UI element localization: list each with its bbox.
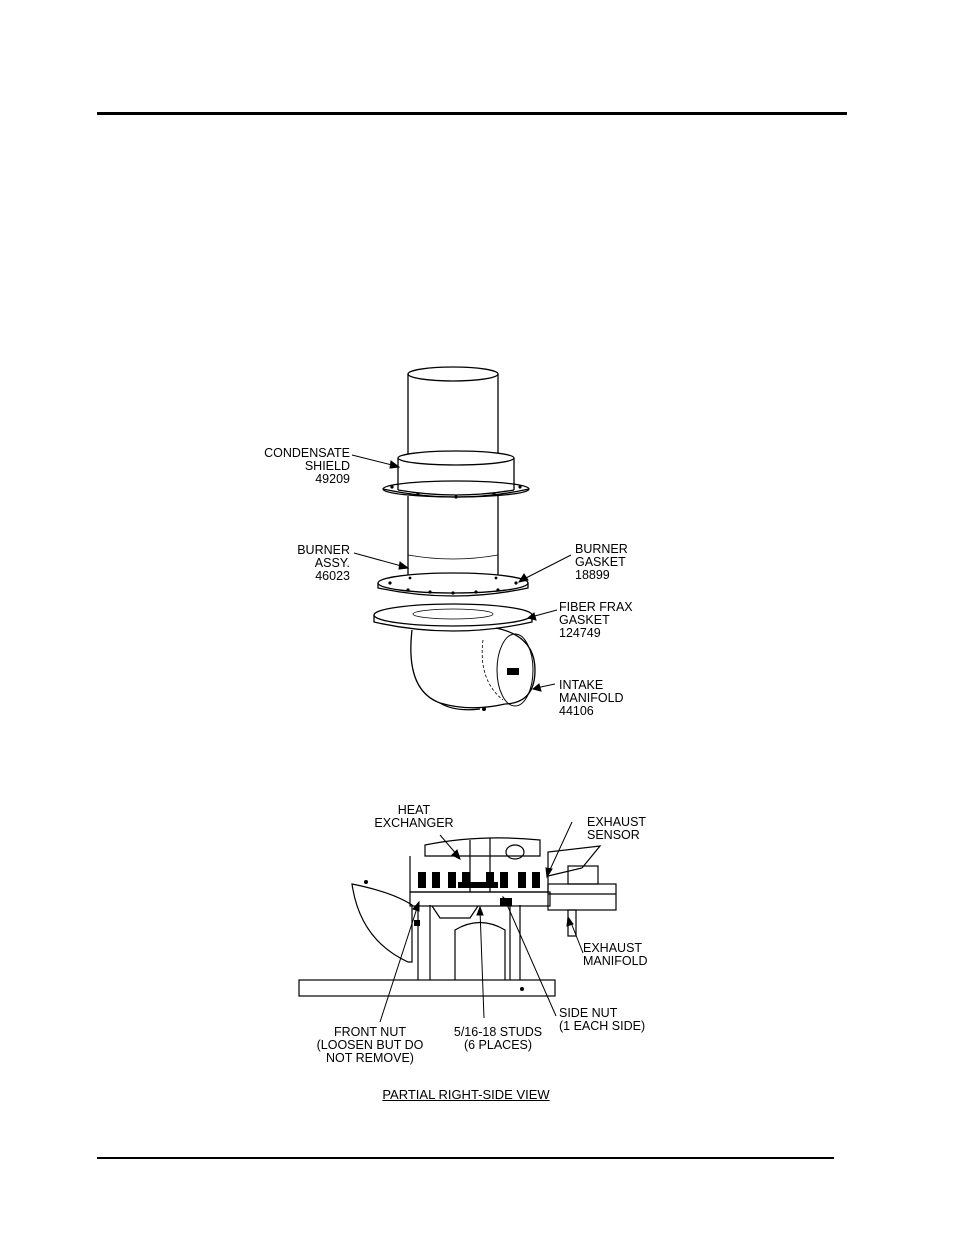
heat-exchanger-label: HEAT EXCHANGER bbox=[374, 803, 454, 830]
left-housing bbox=[351, 883, 413, 963]
view-title: PARTIAL RIGHT-SIDE VIEW bbox=[382, 1087, 550, 1102]
footer-rule bbox=[97, 1157, 834, 1159]
base-rail bbox=[298, 979, 556, 997]
burner-assy-label: BURNER ASSY. 46023 bbox=[297, 543, 350, 583]
fiber-frax-gasket-label: FIBER FRAX GASKET 124749 bbox=[559, 600, 633, 640]
header-rule bbox=[97, 112, 847, 115]
front-nut-label: FRONT NUT (LOOSEN BUT DO NOT REMOVE) bbox=[316, 1025, 424, 1065]
exhaust-manifold-label: EXHAUST MANIFOLD bbox=[583, 941, 648, 968]
exhaust-sensor-label: EXHAUST SENSOR bbox=[587, 815, 647, 842]
condensate-shield-label: CONDENSATE SHIELD 49209 bbox=[264, 446, 350, 486]
flange-plate bbox=[409, 891, 551, 907]
side-nut-label: SIDE NUT (1 EACH SIDE) bbox=[559, 1006, 646, 1033]
studs-label: 5/16-18 STUDS (6 PLACES) bbox=[453, 1025, 543, 1052]
burner-gasket-label: BURNER GASKET 18899 bbox=[575, 542, 628, 582]
intake-manifold-label: INTAKE MANIFOLD 44106 bbox=[559, 678, 624, 718]
exhaust-manifold bbox=[547, 883, 617, 911]
condensate-shield bbox=[397, 450, 515, 466]
